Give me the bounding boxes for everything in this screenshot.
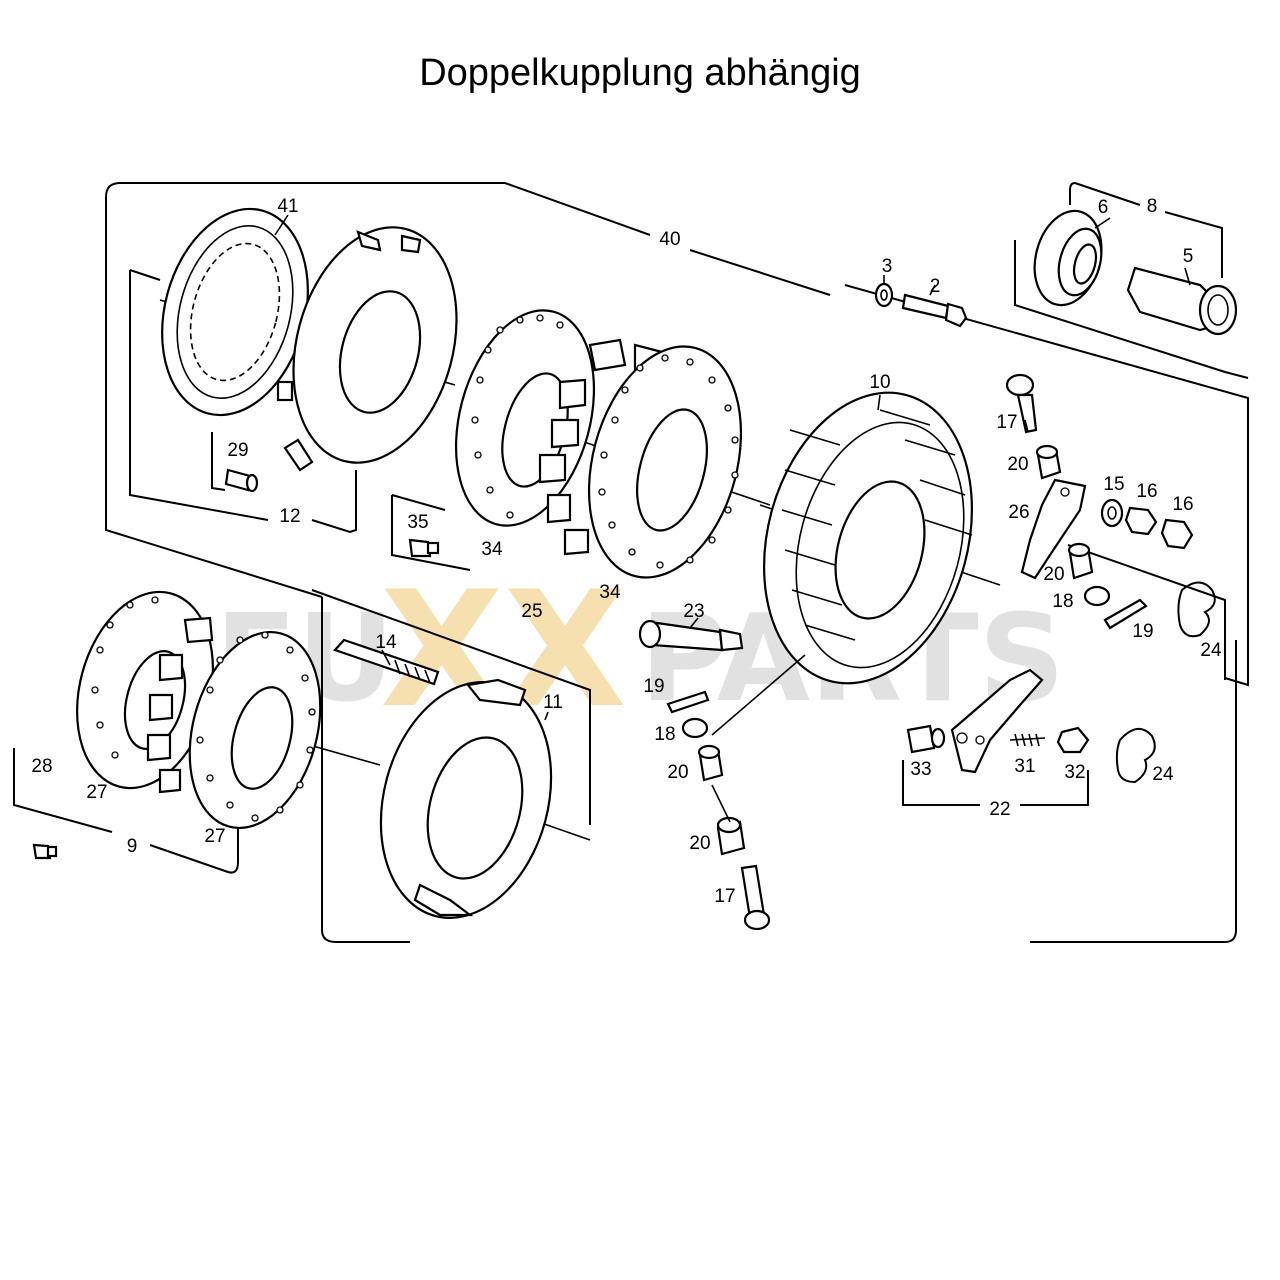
part-27-clutch-disc-rear (75, 590, 215, 790)
label-31: 31 (1014, 756, 1035, 777)
part-15-washer (1100, 498, 1124, 528)
part-35-bolt (408, 538, 440, 558)
part-24-spring-clip-upper (1177, 581, 1216, 638)
label-35: 35 (407, 512, 428, 533)
label-22: 22 (989, 799, 1010, 820)
label-19-upper: 19 (1132, 621, 1153, 642)
label-33: 33 (910, 759, 931, 780)
label-34-b: 34 (599, 582, 621, 603)
part-20-bush-middle (1067, 542, 1094, 580)
leader-line-lower-b (711, 784, 731, 823)
label-24-upper: 24 (1200, 640, 1222, 661)
part-19-cotter-pin-upper (1103, 598, 1148, 630)
label-18-upper: 18 (1052, 591, 1073, 612)
part-5-release-sleeve (1126, 266, 1238, 336)
page-title: Doppelkupplung abhängig (419, 52, 861, 94)
label-28: 28 (31, 756, 52, 777)
part-23-bolt (638, 619, 744, 652)
label-20-lower-a: 20 (667, 762, 688, 783)
part-31-spring (1009, 733, 1046, 747)
label-14: 14 (375, 632, 397, 653)
part-16-nut-a (1124, 506, 1158, 536)
label-16-b: 16 (1172, 494, 1193, 515)
part-34-clutch-disc-front (587, 345, 743, 579)
label-32: 32 (1064, 762, 1085, 783)
label-23: 23 (683, 601, 704, 622)
label-40: 40 (659, 229, 680, 250)
group-outline-12 (129, 269, 357, 534)
label-24-lower: 24 (1152, 764, 1174, 785)
part-28-bolt (32, 843, 58, 860)
label-25: 25 (521, 601, 542, 622)
part-3-washer (874, 282, 894, 308)
part-41-friction-plate (161, 207, 309, 417)
part-27-clutch-disc-hub (146, 616, 214, 794)
label-20-lower-b: 20 (689, 833, 710, 854)
part-10-clutch-cover (762, 391, 974, 685)
label-2: 2 (930, 276, 941, 297)
part-6-bearing (1033, 209, 1103, 307)
leader-lines (274, 214, 1191, 721)
part-27-clutch-disc-front (188, 630, 322, 830)
group-outline-8 (1014, 182, 1249, 379)
label-41: 41 (277, 196, 298, 217)
label-26: 26 (1008, 502, 1029, 523)
part-34-clutch-disc-hub (538, 338, 664, 556)
group-outline-40 (105, 182, 1249, 943)
part-16-nut-b (1160, 518, 1194, 550)
part-20-bush-lower-a (697, 744, 724, 782)
label-20-middle: 20 (1043, 564, 1064, 585)
group-outline-9 (13, 748, 239, 874)
part-12-pressure-plate (276, 226, 458, 472)
part-17-pin-upper (1005, 373, 1038, 434)
part-19-cotter-pin-lower (666, 690, 710, 714)
label-34-a: 34 (481, 539, 503, 560)
part-20-bush-lower-b (716, 816, 746, 856)
label-12: 12 (279, 506, 300, 527)
label-27-b: 27 (204, 826, 225, 847)
part-14-long-bolt (333, 638, 440, 686)
leader-line-lower (711, 654, 806, 736)
part-33-bushing (906, 724, 946, 754)
label-19-lower: 19 (643, 676, 664, 697)
part-11-intermediate-plate (379, 678, 553, 919)
label-27-a: 27 (86, 782, 107, 803)
label-6: 6 (1098, 197, 1109, 218)
label-20-upper: 20 (1007, 454, 1028, 475)
part-2-screw (901, 293, 968, 328)
label-9: 9 (127, 836, 138, 857)
label-17-upper: 17 (996, 412, 1017, 433)
part-18-washer-lower (681, 717, 709, 739)
part-17-pin-lower (740, 864, 771, 931)
label-16-a: 16 (1136, 481, 1157, 502)
label-8: 8 (1147, 196, 1158, 217)
group-outline-35 (391, 494, 471, 571)
label-15: 15 (1103, 474, 1124, 495)
label-18-lower: 18 (654, 724, 675, 745)
part-26-lever (1020, 478, 1087, 580)
part-32-nut (1056, 726, 1090, 754)
label-3: 3 (882, 256, 893, 277)
group-outline-22 (902, 760, 1089, 806)
label-11: 11 (543, 692, 563, 713)
part-18-washer-upper (1083, 585, 1111, 607)
label-10: 10 (869, 372, 890, 393)
part-22-lever (950, 668, 1044, 774)
part-20-bush-upper (1035, 444, 1062, 480)
callout-labels: 40 41 3 2 6 8 5 10 17 20 15 16 16 26 20 … (31, 196, 1222, 907)
part-29-pin (224, 468, 259, 493)
group-outline-26 (1067, 544, 1226, 680)
label-29: 29 (227, 440, 248, 461)
label-17-lower: 17 (714, 886, 735, 907)
label-5: 5 (1183, 246, 1194, 267)
part-24-spring-clip-lower (1115, 728, 1156, 784)
